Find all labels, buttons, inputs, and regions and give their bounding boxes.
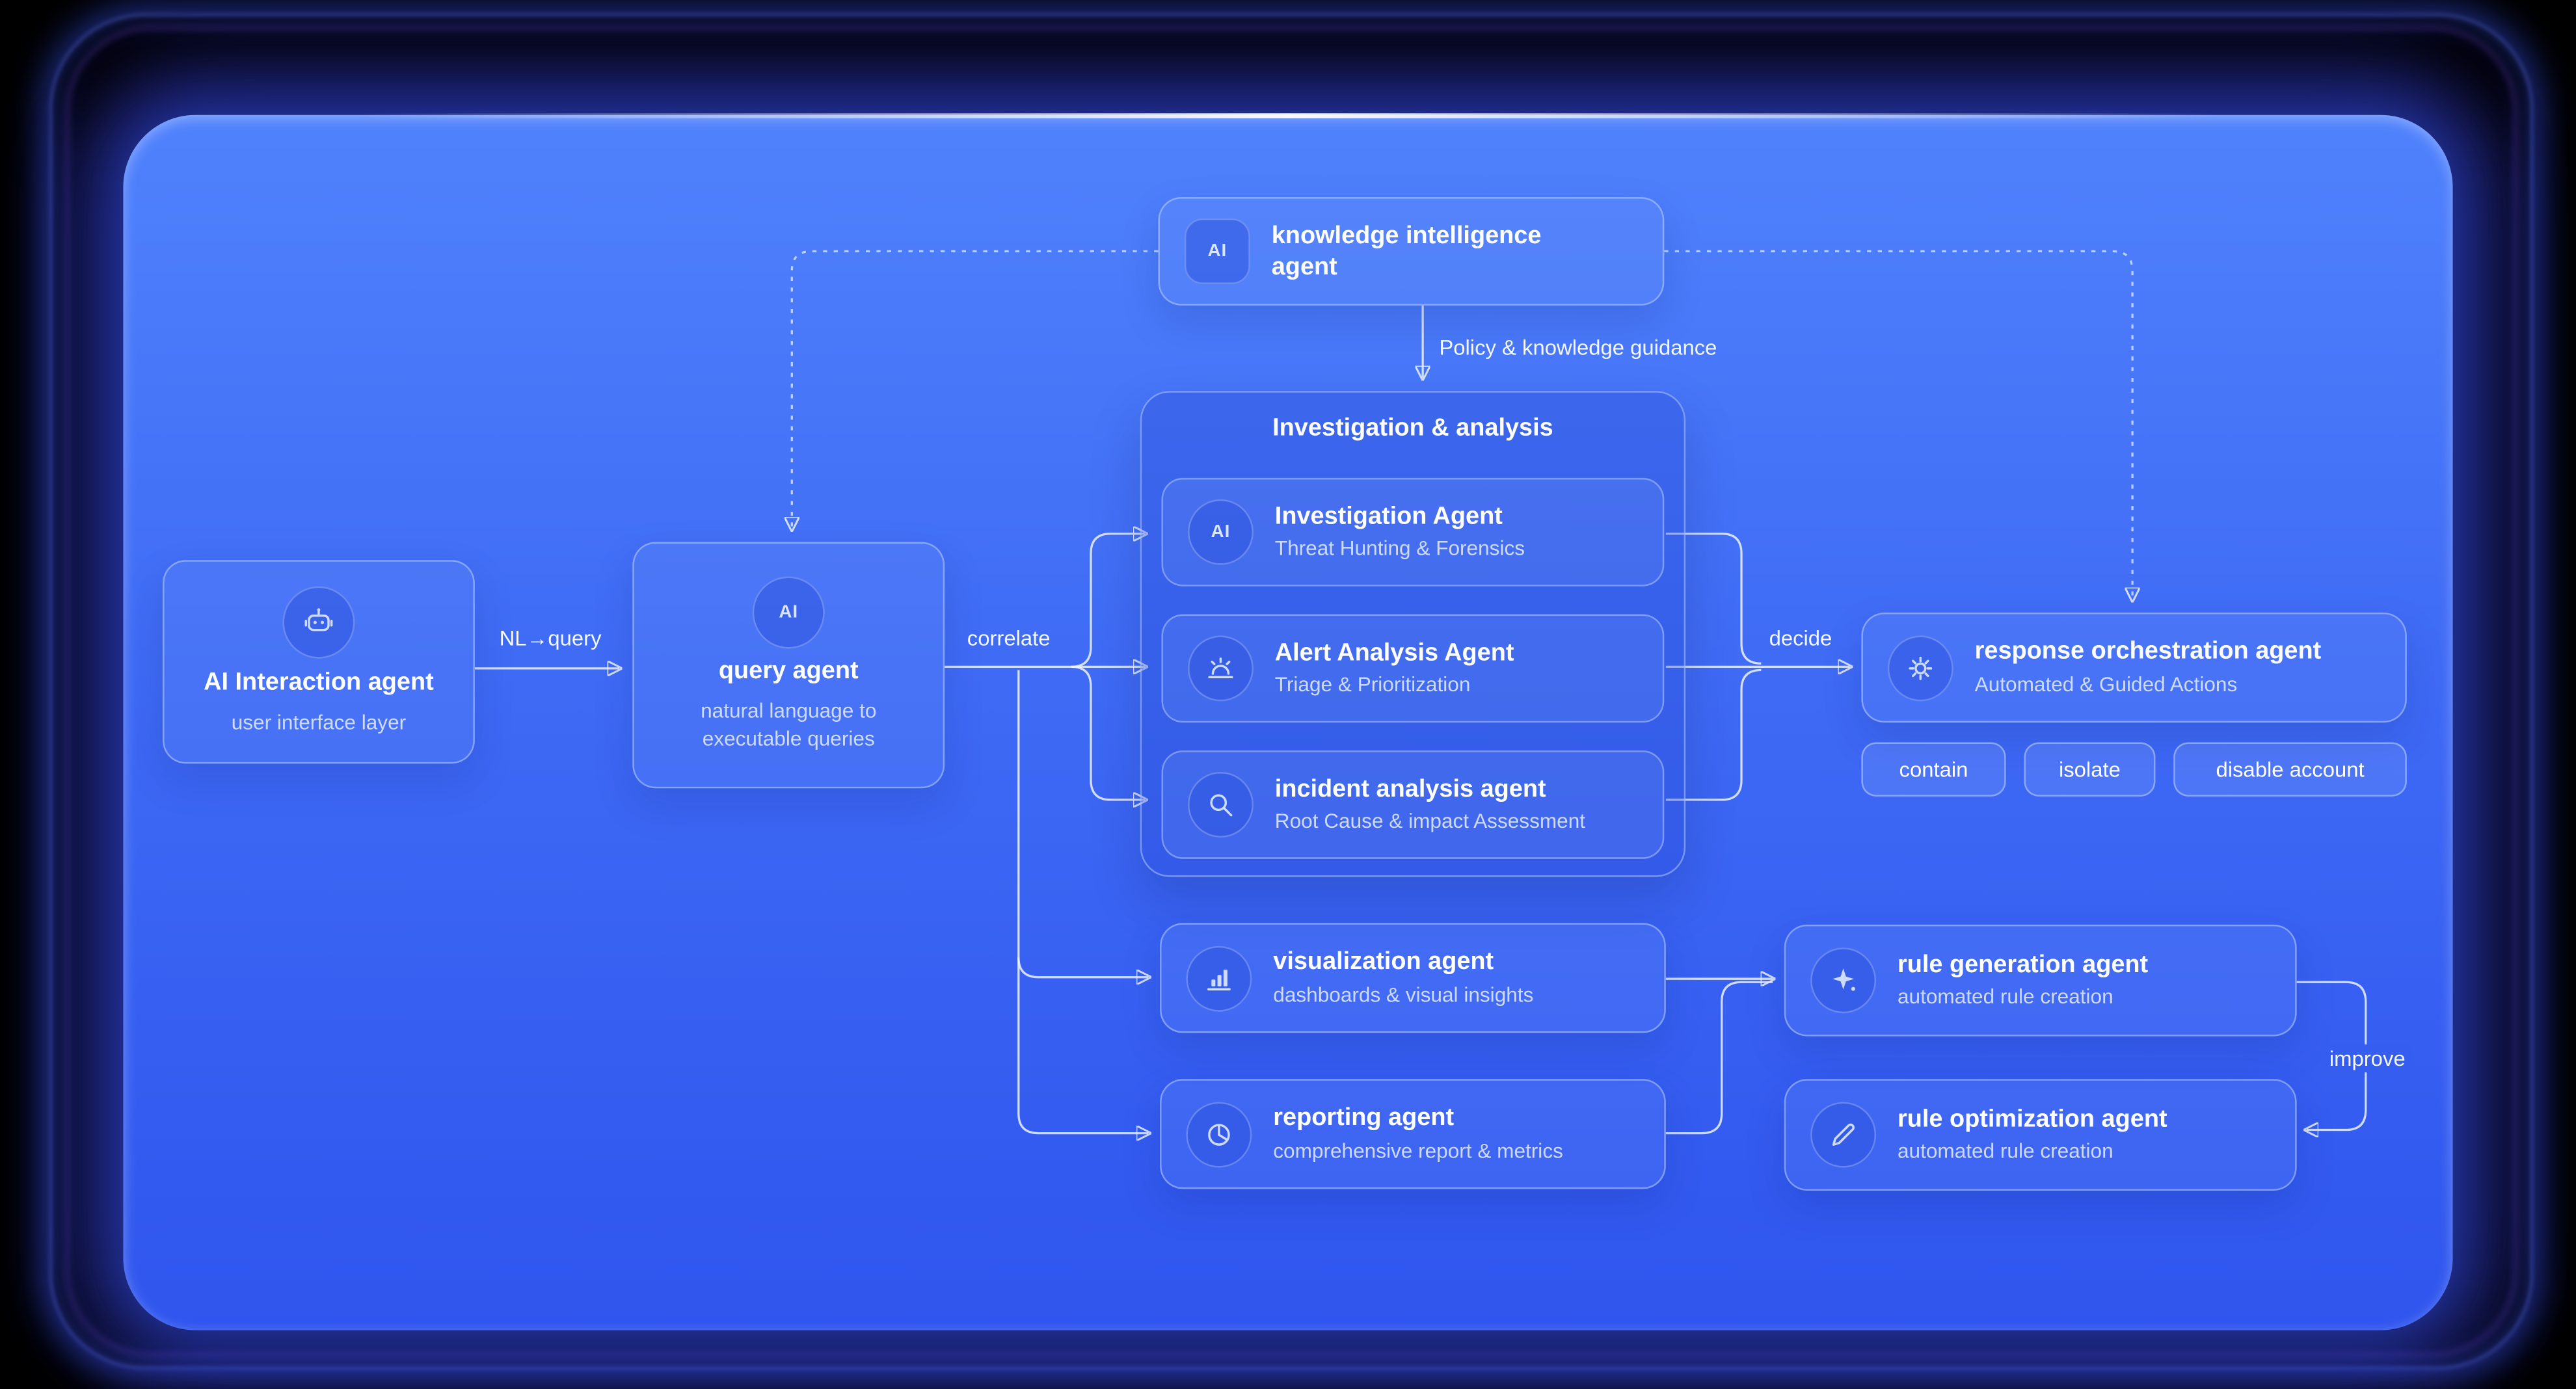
node-subtitle: Automated & Guided Actions: [1974, 672, 2238, 696]
node-title: rule optimization agent: [1897, 1105, 2167, 1133]
group-investigation-analysis: Investigation & analysis AI Investigatio…: [1140, 391, 1686, 877]
robot-icon: [282, 586, 355, 659]
node-reporting-agent: reporting agent comprehensive report & m…: [1160, 1079, 1666, 1189]
node-subtitle: Triage & Prioritization: [1274, 674, 1471, 697]
node-subtitle: automated rule creation: [1897, 1140, 2113, 1163]
bar-chart-icon: [1186, 945, 1252, 1011]
node-subtitle: user interface layer: [231, 711, 407, 735]
node-text: Alert Analysis Agent Triage & Prioritiza…: [1275, 637, 1514, 700]
ai-chip-icon: AI: [1184, 218, 1250, 284]
node-alert-analysis-agent: Alert Analysis Agent Triage & Prioritiza…: [1161, 614, 1665, 723]
gear-icon: [1887, 635, 1953, 701]
node-title: Alert Analysis Agent: [1274, 638, 1514, 667]
node-rule-optimization-agent: rule optimization agent automated rule c…: [1784, 1079, 2297, 1191]
group-title: Investigation & analysis: [1272, 414, 1553, 442]
node-subtitle: dashboards & visual insights: [1273, 983, 1534, 1007]
node-title: reporting agent: [1273, 1104, 1455, 1132]
pie-chart-icon: [1186, 1101, 1252, 1167]
edge-label-decide: decide: [1769, 626, 1832, 651]
node-subtitle: Root Cause & impact Assessment: [1274, 810, 1586, 834]
isolate-button[interactable]: isolate: [2024, 742, 2156, 797]
node-incident-analysis-agent: incident analysis agent Root Cause & imp…: [1161, 750, 1665, 859]
node-title: response orchestration agent: [1974, 637, 2322, 666]
node-visualization-agent: visualization agent dashboards & visual …: [1160, 923, 1666, 1033]
node-response-orchestration-agent: response orchestration agent Automated &…: [1861, 613, 2407, 723]
edge-label-nl-query: NL→query: [499, 626, 602, 651]
node-rule-generation-agent: rule generation agent automated rule cre…: [1784, 924, 2297, 1037]
edge-label-policy-guidance: Policy & knowledge guidance: [1439, 335, 1717, 360]
magnifier-icon: [1187, 771, 1254, 838]
node-query-agent: AI query agent natural language to execu…: [632, 542, 945, 789]
node-text: Investigation Agent Threat Hunting & For…: [1275, 501, 1525, 564]
disable-account-button[interactable]: disable account: [2173, 742, 2407, 797]
node-text: rule generation agent automated rule cre…: [1898, 949, 2148, 1012]
node-subtitle: automated rule creation: [1897, 986, 2113, 1009]
node-knowledge-intelligence-agent: AI knowledge intelligence agent: [1158, 197, 1665, 306]
ai-circle-icon: AI: [1187, 499, 1254, 565]
node-title: AI Interaction agent: [204, 668, 434, 696]
ai-circle-icon: AI: [752, 577, 825, 650]
node-subtitle: Threat Hunting & Forensics: [1274, 537, 1525, 561]
node-subtitle: comprehensive report & metrics: [1273, 1139, 1563, 1163]
node-text: rule optimization agent automated rule c…: [1898, 1104, 2167, 1167]
edge-label-improve: improve: [2321, 1044, 2414, 1073]
contain-button[interactable]: contain: [1861, 742, 2006, 797]
node-title: Investigation Agent: [1274, 502, 1503, 531]
edge-label-correlate: correlate: [967, 626, 1051, 651]
node-text: reporting agent comprehensive report & m…: [1273, 1102, 1563, 1165]
node-title: visualization agent: [1273, 948, 1494, 976]
node-text: incident analysis agent Root Cause & imp…: [1275, 773, 1585, 836]
node-title: incident analysis agent: [1274, 774, 1546, 803]
node-title: rule generation agent: [1897, 950, 2149, 979]
node-title: knowledge intelligence agent: [1271, 220, 1542, 281]
alert-icon: [1187, 635, 1254, 702]
node-investigation-agent: AI Investigation Agent Threat Hunting & …: [1161, 477, 1665, 587]
node-text: response orchestration agent Automated &…: [1975, 636, 2322, 699]
node-subtitle: natural language to executable queries: [701, 699, 877, 750]
node-ai-interaction-agent: AI Interaction agent user interface laye…: [163, 560, 475, 764]
pencil-icon: [1810, 1102, 1877, 1168]
node-text: visualization agent dashboards & visual …: [1273, 946, 1533, 1009]
node-title: query agent: [718, 657, 859, 686]
sparkle-icon: [1810, 947, 1877, 1014]
